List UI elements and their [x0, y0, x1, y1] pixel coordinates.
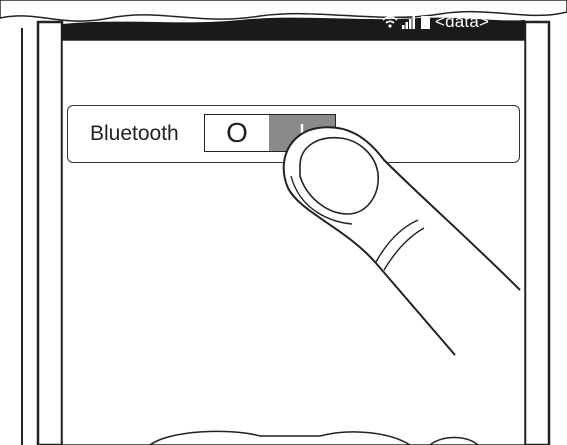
bluetooth-toggle[interactable]: O I [204, 114, 336, 152]
status-bar: <data> [382, 10, 489, 34]
battery-icon [420, 15, 431, 29]
bluetooth-label: Bluetooth [90, 122, 179, 146]
wifi-icon [382, 15, 398, 29]
bluetooth-setting-row: Bluetooth O I [67, 105, 520, 163]
phone-bezel-left [38, 22, 62, 445]
phone-bezel-right [525, 22, 549, 445]
status-text: <data> [435, 12, 489, 32]
phone-screen [62, 40, 525, 445]
signal-icon [402, 15, 416, 29]
toggle-on-segment[interactable]: I [269, 115, 335, 151]
toggle-off-segment[interactable]: O [205, 115, 269, 151]
